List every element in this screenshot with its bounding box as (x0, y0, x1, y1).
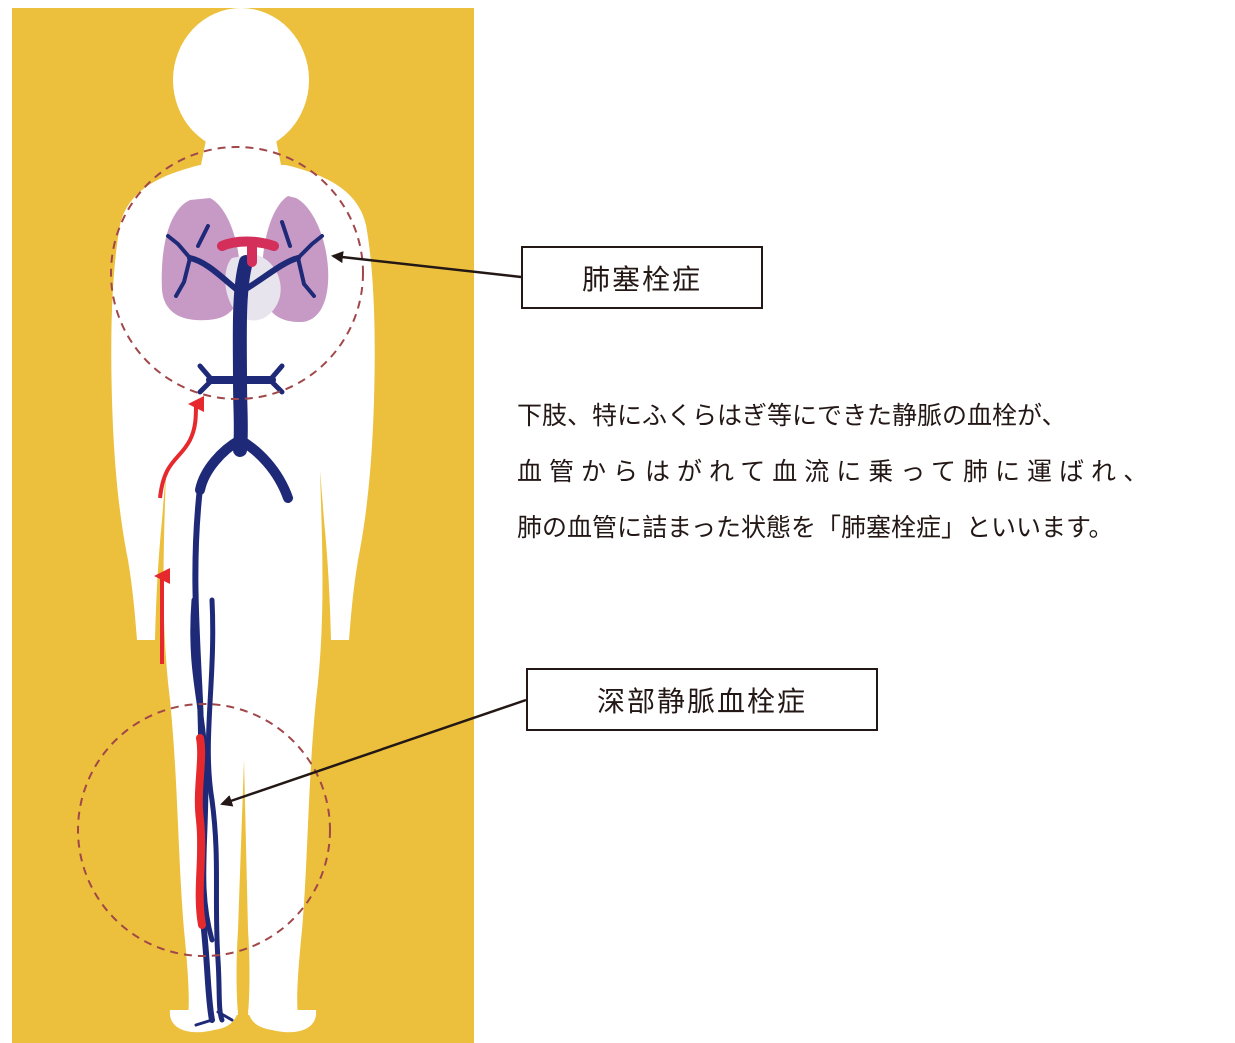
description-text: 下肢、特にふくらはぎ等にできた静脈の血栓が、 血管からはがれて血流に乗って肺に運… (517, 388, 1229, 556)
deep-vein-thrombosis-label: 深部静脈血栓症 (526, 668, 878, 731)
thrombus (199, 738, 202, 925)
description-line-3: 肺の血管に詰まった状態を「肺塞栓症」といいます。 (517, 500, 1229, 556)
description-line-2: 血管からはがれて血流に乗って肺に運ばれ、 (517, 444, 1229, 500)
description-line-1: 下肢、特にふくらはぎ等にできた静脈の血栓が、 (517, 388, 1229, 444)
pulmonary-embolism-label: 肺塞栓症 (521, 246, 763, 309)
